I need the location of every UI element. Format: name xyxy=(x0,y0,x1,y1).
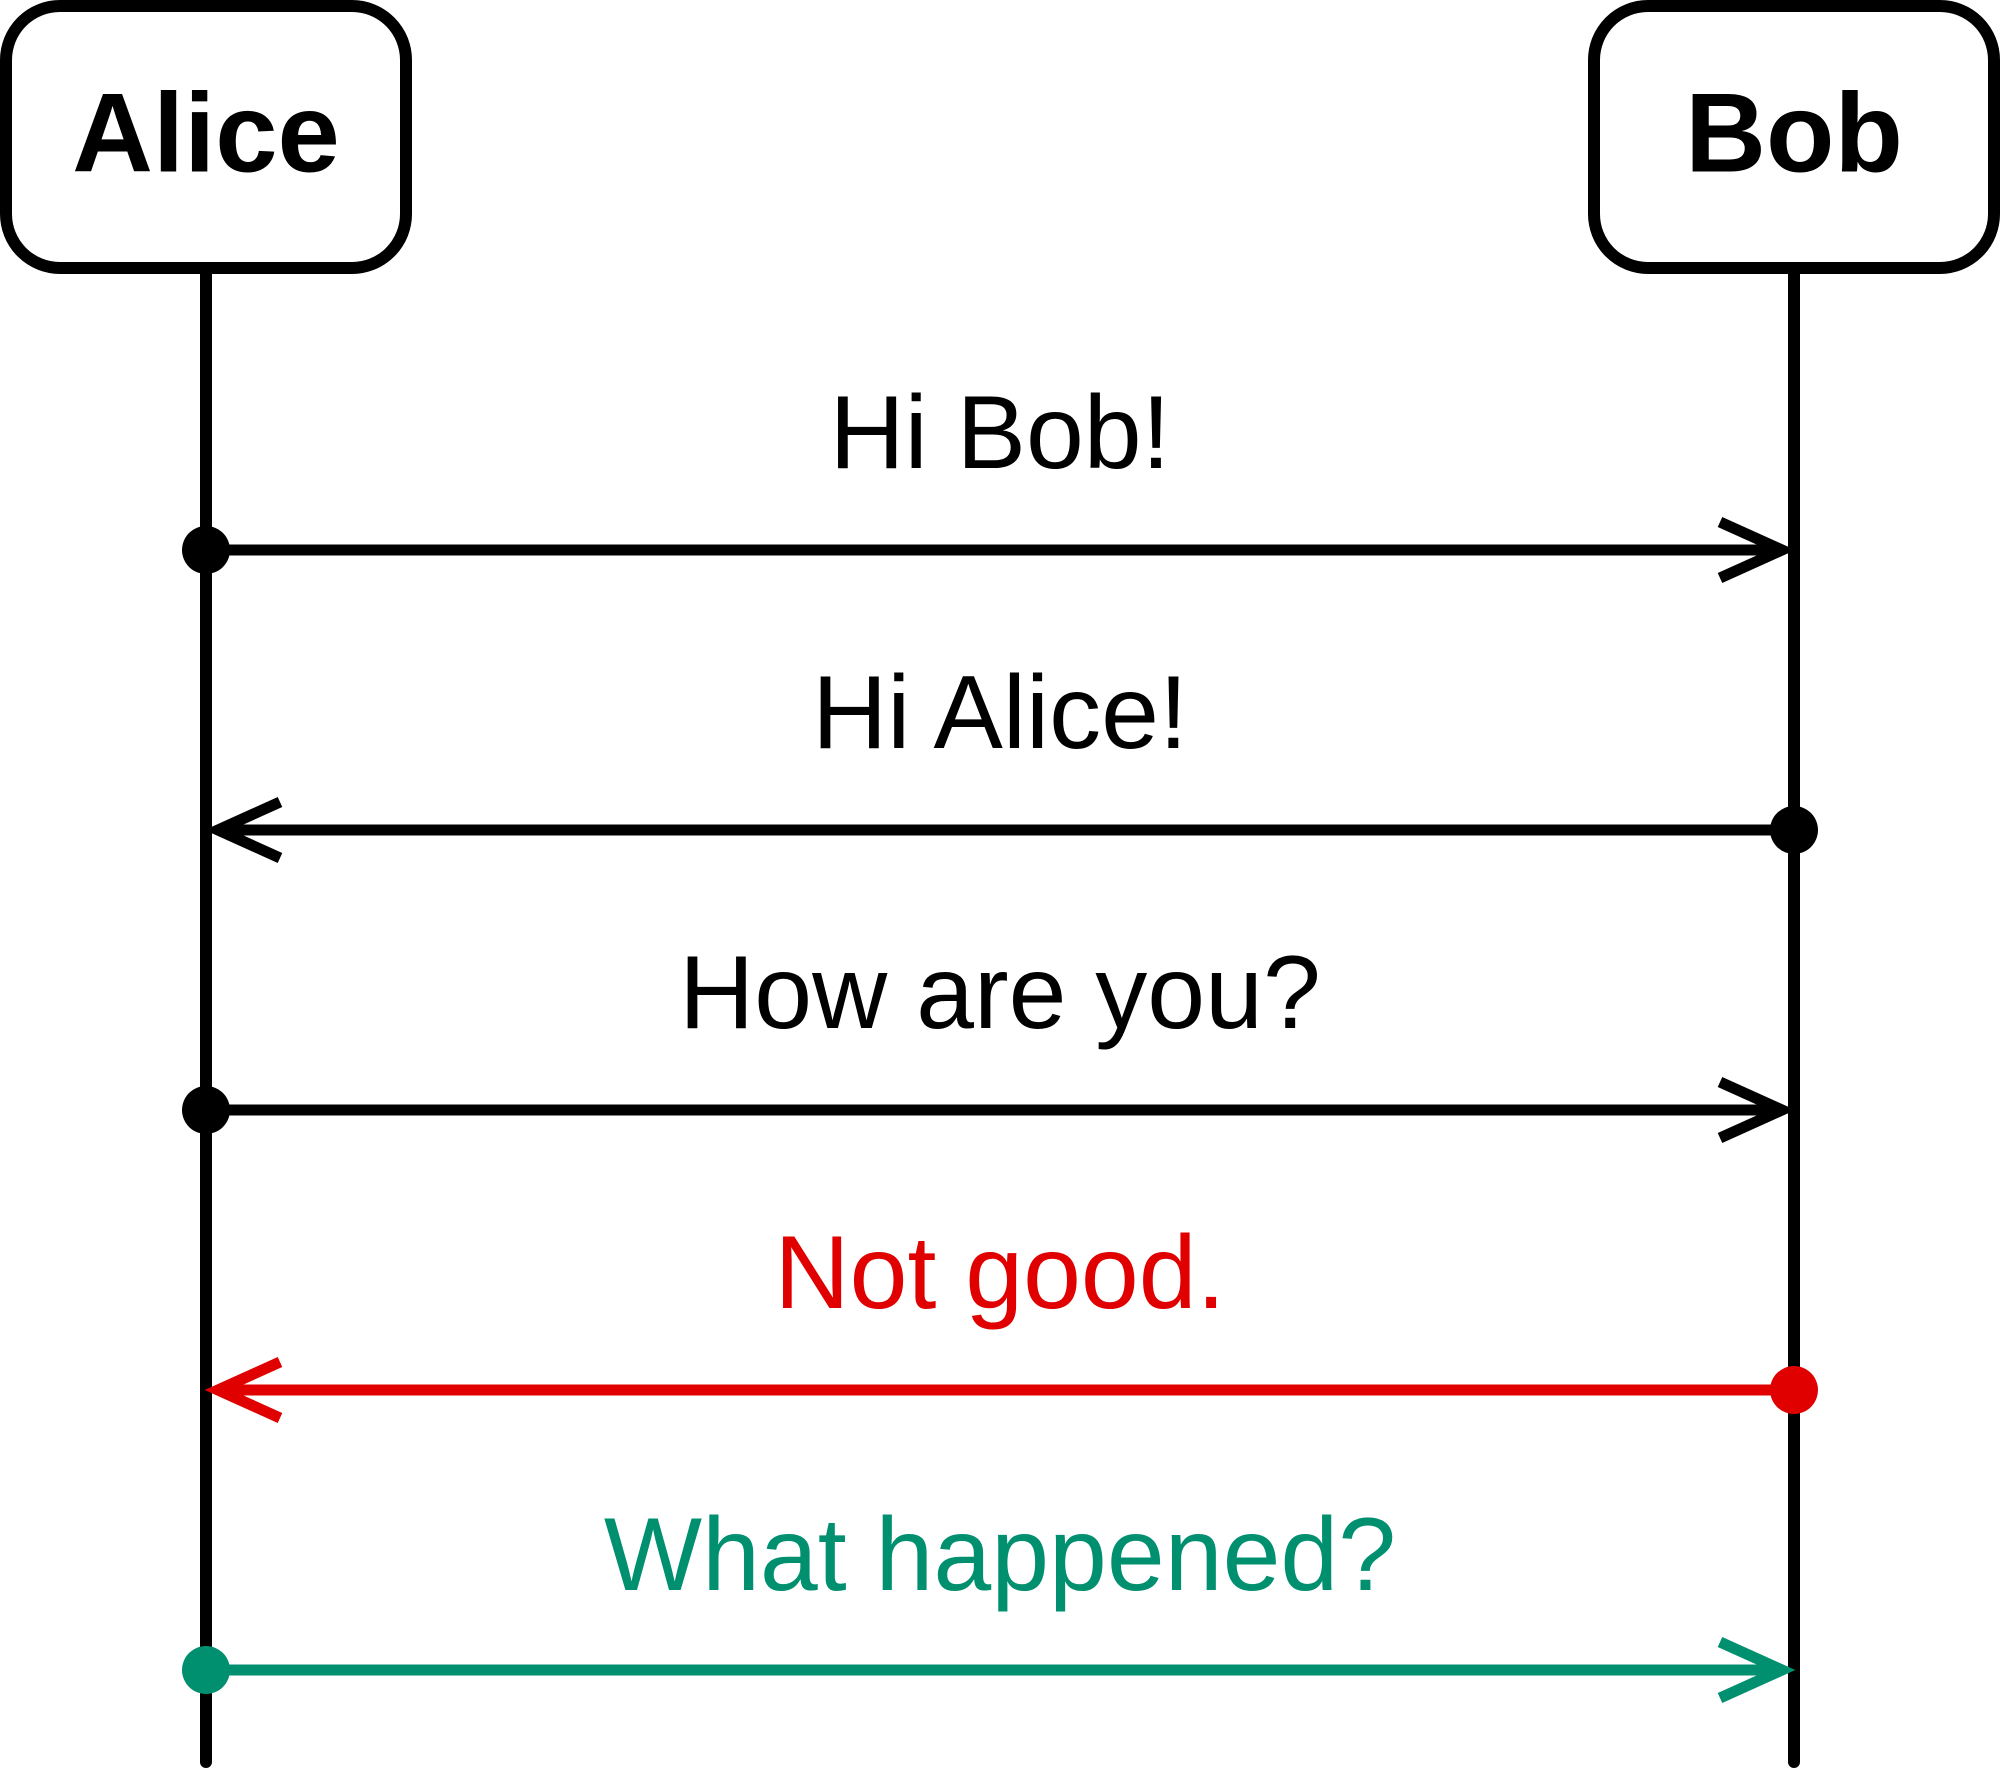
message-label: Hi Bob! xyxy=(829,375,1170,491)
message-3: How are you? xyxy=(182,935,1796,1144)
message-start-dot xyxy=(182,1086,230,1134)
message-label: What happened? xyxy=(604,1497,1396,1613)
message-1: Hi Bob! xyxy=(182,375,1796,584)
message-start-dot xyxy=(182,526,230,574)
participant-bob: Bob xyxy=(1588,0,2000,274)
message-start-dot xyxy=(1770,1366,1818,1414)
message-4: Not good. xyxy=(204,1215,1818,1424)
arrowhead-icon xyxy=(204,796,283,864)
message-5: What happened? xyxy=(182,1497,1796,1704)
message-start-dot xyxy=(182,1646,230,1694)
message-label: Hi Alice! xyxy=(812,655,1188,771)
arrowhead-icon xyxy=(204,1356,283,1424)
message-label: How are you? xyxy=(679,935,1321,1051)
participant-alice: Alice xyxy=(0,0,412,274)
message-start-dot xyxy=(1770,806,1818,854)
participant-label: Bob xyxy=(1685,71,1903,196)
message-label: Not good. xyxy=(775,1215,1226,1331)
participant-label: Alice xyxy=(72,71,340,196)
arrowhead-icon xyxy=(1717,516,1796,584)
arrowhead-icon xyxy=(1717,1076,1796,1144)
participant-box xyxy=(1588,0,2000,274)
arrowhead-icon xyxy=(1717,1636,1796,1704)
message-2: Hi Alice! xyxy=(204,655,1818,864)
participant-box xyxy=(0,0,412,274)
